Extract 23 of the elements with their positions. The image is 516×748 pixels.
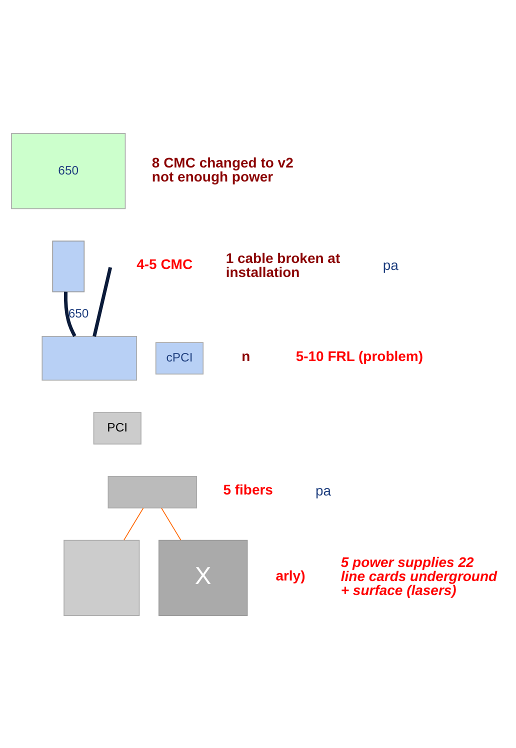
label: pa [316, 482, 332, 498]
label: pa [382, 256, 398, 272]
node-box: PCI [93, 412, 142, 444]
node-box [108, 475, 197, 508]
label: 4-5 CMC [136, 255, 193, 272]
node-box [52, 240, 85, 292]
connector [161, 507, 182, 540]
label: arly) [276, 566, 306, 583]
node-box: X [158, 539, 248, 616]
connector [92, 266, 112, 336]
connector [64, 291, 76, 336]
node-box [42, 336, 138, 380]
node-box: cPCI [155, 342, 204, 374]
connector [123, 507, 144, 540]
label: 5-10 FRL (problem) [296, 347, 424, 364]
node-box [64, 539, 140, 616]
label: 1 cable broken at installation [226, 249, 340, 280]
label: 5 power supplies 22 line cards underground + surface (lasers) [340, 554, 498, 598]
label: 8 CMC changed to v2 not enough power [152, 154, 294, 184]
label: 5 fibers [223, 481, 273, 498]
node-box: 650 [11, 132, 126, 209]
label: n [242, 347, 250, 364]
edge-label: 650 [68, 306, 89, 320]
